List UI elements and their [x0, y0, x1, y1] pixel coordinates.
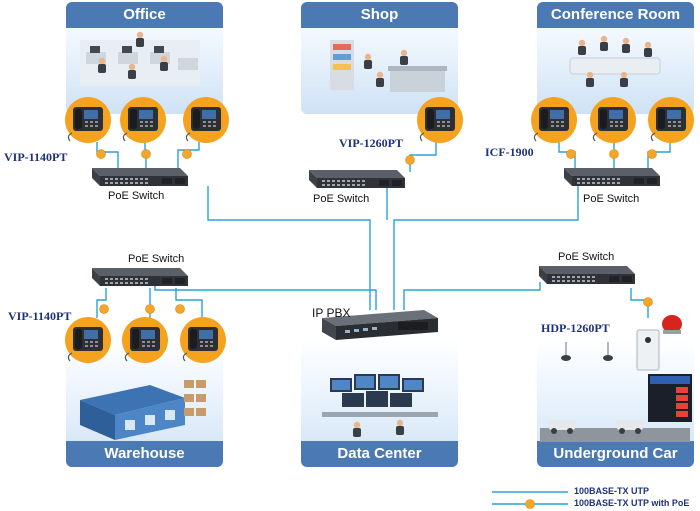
shop-phone-model-label: VIP-1260PT — [339, 136, 403, 150]
ip-pbx-device — [322, 310, 438, 340]
shop-title: Shop — [301, 2, 458, 28]
conference-title: Conference Room — [537, 2, 694, 28]
office-phone-model-label: VIP-1140PT — [4, 150, 68, 164]
shop-illustration — [330, 40, 447, 92]
office-switch-label: PoE Switch — [108, 190, 165, 202]
office-title: Office — [66, 2, 223, 28]
datacenter-title: Data Center — [301, 441, 458, 467]
warehouse-title: Warehouse — [66, 441, 223, 467]
shop-zone: Shop — [301, 2, 458, 114]
carpark-illustration — [540, 315, 692, 442]
conference-switch-label: PoE Switch — [583, 193, 640, 205]
conference-phone-model-label: ICF-1900 — [485, 145, 534, 159]
conference-zone: Conference Room — [537, 2, 694, 114]
warehouse-switch-label: PoE Switch — [128, 253, 185, 265]
carpark-switch-label: PoE Switch — [558, 251, 615, 263]
office-illustration — [80, 31, 200, 86]
legend-utp-label: 100BASE-TX UTP — [574, 486, 650, 496]
carpark-title: Underground Car Park — [537, 441, 694, 467]
datacenter-illustration — [322, 374, 438, 437]
ip-pbx-label: IP PBX — [312, 306, 351, 320]
warehouse-illustration — [80, 380, 206, 440]
conference-illustration — [569, 35, 661, 87]
shop-switch-label: PoE Switch — [313, 193, 370, 205]
warehouse-phone-model-label: VIP-1140PT — [8, 309, 72, 323]
carpark-intercom-model-label: HDP-1260PT — [541, 321, 610, 335]
legend-utp-poe-label: 100BASE-TX UTP with PoE — [574, 498, 690, 508]
